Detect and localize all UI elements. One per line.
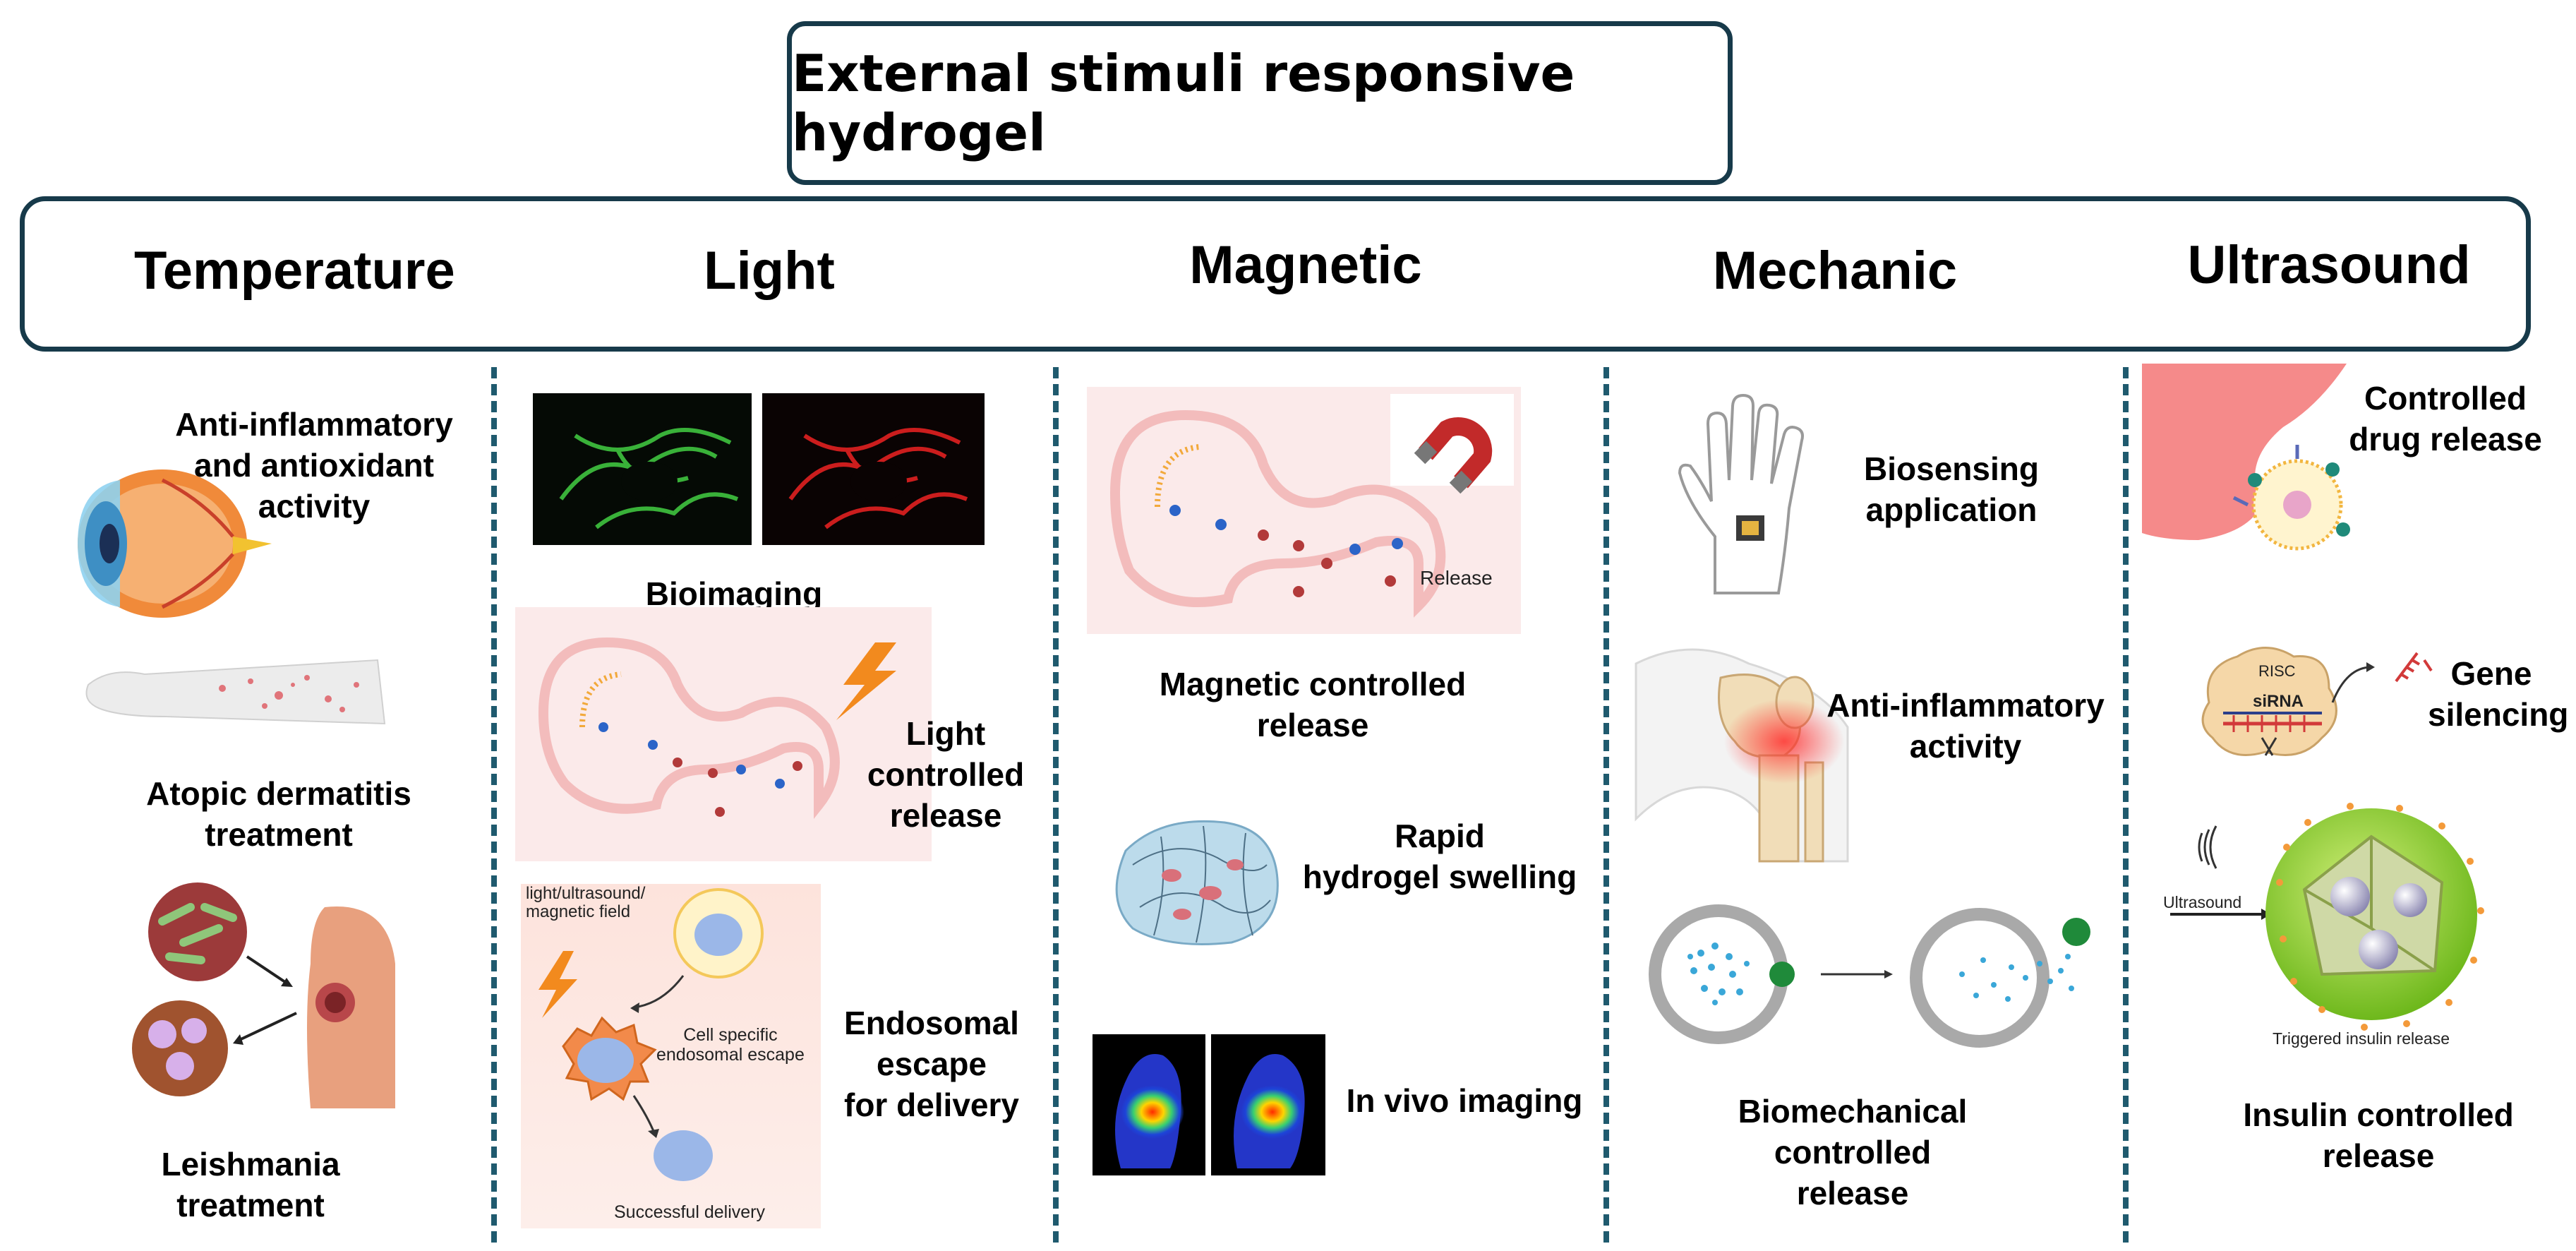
title-box: External stimuli responsive hydrogel [787,21,1733,185]
red-fluorescence-image [762,393,985,545]
gene-silencing-illustration [2201,647,2375,756]
label-swelling: Rapid hydrogel swelling [1302,818,1577,895]
label-light-release: Light controlled release [867,715,1025,834]
label-biosensing: Biosensing application [1864,450,2039,528]
drug-release-illustration [2142,364,2350,551]
label-bioimaging: Bioimaging [645,575,823,612]
page-title: External stimuli responsive hydrogel [792,44,1575,162]
label-insulin: Insulin controlled release [2243,1096,2514,1174]
label-risc: RISC [2258,662,2296,680]
fragment-icon [2395,652,2433,683]
label-stimuli-note: light/ultrasound/ magnetic field [526,884,646,921]
magnetic-release-illustration [1087,387,1521,634]
label-release-small: Release [1420,567,1493,589]
divider-1 [491,367,497,1243]
insulin-release-illustration [2170,803,2484,1031]
label-leishmania: Leishmania treatment [161,1146,340,1223]
green-fluorescence-image [533,393,752,545]
hand-sensor-illustration [1678,393,1804,594]
in-vivo-images [1093,1034,1325,1175]
label-sirna: siRNA [2253,692,2304,711]
divider-4 [2123,367,2129,1243]
biomechanical-illustration [1649,904,2090,1048]
label-magnetic-release: Magnetic controlled release [1159,666,1467,743]
leishmania-illustration [132,882,395,1108]
label-temp-anti-inflammatory: Anti-inflammatory and antioxidant activi… [175,406,453,525]
label-mech-anti-inflammatory: Anti-inflammatory activity [1826,687,2105,765]
eye-illustration [78,469,272,618]
endosomal-escape-illustration [521,884,821,1228]
category-mechanic: Mechanic [1712,241,1958,301]
divider-2 [1053,367,1059,1243]
knee-illustration [1635,648,1849,863]
label-endosomal: Endosomal escape for delivery [844,1005,1019,1123]
hydrogel-illustration [1115,820,1279,945]
label-biomechanical: Biomechanical controlled release [1738,1093,1968,1211]
label-triggered: Triggered insulin release [2273,1029,2450,1048]
label-cell-specific: Cell specific endosomal escape [656,1025,805,1065]
categories-bar [20,196,2531,352]
divider-3 [1603,367,1609,1243]
arm-illustration [85,659,386,725]
label-atopic: Atopic dermatitis treatment [146,775,411,853]
label-gene-silencing: Gene silencing [2428,655,2569,733]
label-in-vivo: In vivo imaging [1346,1082,1583,1119]
category-magnetic: Magnetic [1189,235,1422,295]
label-ultrasound-small: Ultrasound [2163,893,2242,911]
light-release-illustration [515,607,932,861]
category-ultrasound: Ultrasound [2187,235,2471,295]
category-light: Light [704,241,835,301]
label-drug-release: Controlled drug release [2349,380,2542,457]
label-successful-delivery: Successful delivery [614,1202,765,1222]
category-temperature: Temperature [134,241,455,301]
